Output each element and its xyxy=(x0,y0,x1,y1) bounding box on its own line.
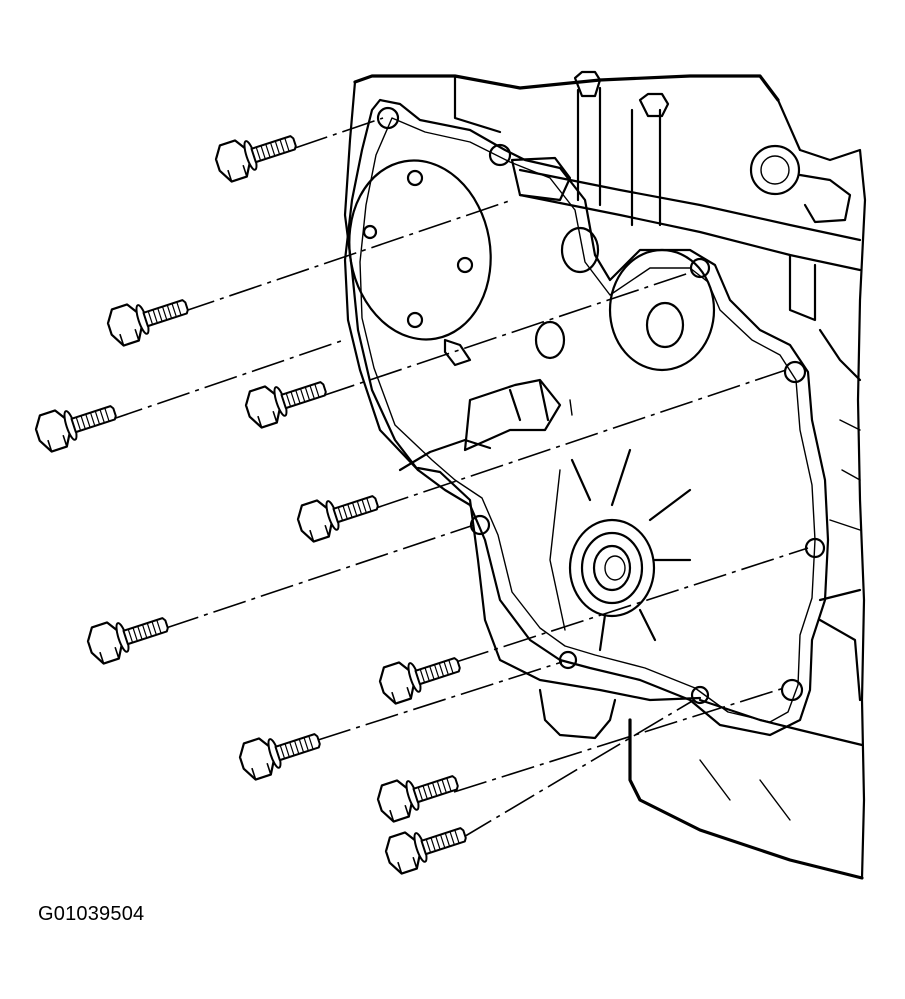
bolt-9 xyxy=(373,762,464,826)
bolt-4 xyxy=(241,368,332,432)
bolt-2 xyxy=(103,286,194,350)
bolt-7 xyxy=(375,644,466,708)
figure-id-label: G01039504 xyxy=(38,903,145,925)
bolt-10 xyxy=(381,814,472,878)
bolt-8 xyxy=(235,720,326,784)
leader-lines xyxy=(109,117,809,839)
bolt-1 xyxy=(211,122,302,186)
engine-block xyxy=(343,70,867,880)
bolt-6 xyxy=(83,604,174,668)
bolts xyxy=(31,122,472,878)
front-cover xyxy=(343,98,830,737)
bolt-3 xyxy=(31,392,122,456)
bolt-5 xyxy=(293,482,384,546)
